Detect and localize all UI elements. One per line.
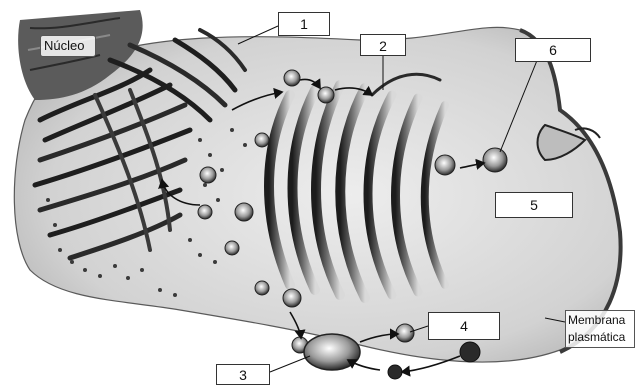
label-box-5: 5 — [495, 192, 573, 218]
membrana-line-1: Membrana — [568, 312, 632, 329]
label-box-4: 4 — [428, 312, 500, 340]
label-box-6: 6 — [515, 38, 591, 62]
label-box-2: 2 — [360, 34, 406, 56]
label-box-1: 1 — [278, 12, 330, 36]
label-nucleo: Núcleo — [40, 35, 96, 57]
lysosome — [304, 334, 360, 370]
label-membrana-plasmatica: Membrana plasmática — [565, 310, 635, 348]
membrana-line-2: plasmática — [568, 329, 632, 346]
label-box-3: 3 — [216, 364, 270, 385]
